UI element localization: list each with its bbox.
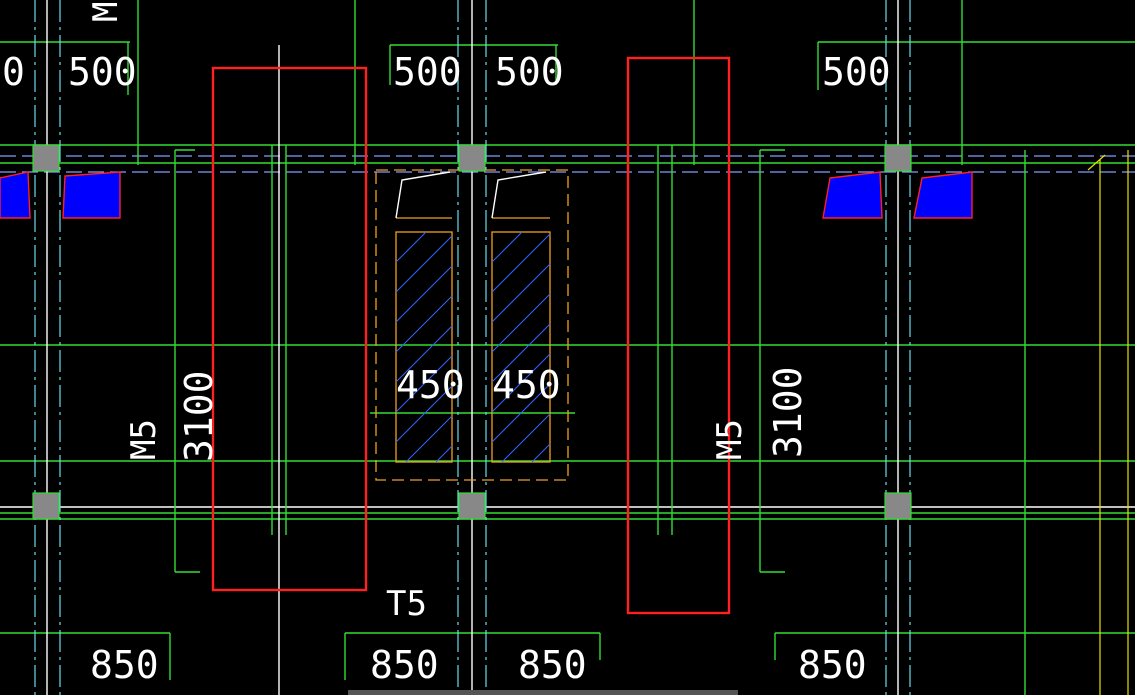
horizontal-scrollbar[interactable] [348,690,738,695]
inner-label-right: 450 [492,363,561,407]
dim-bottom-1: 850 [370,643,439,687]
dim-top-3: 500 [495,50,564,94]
height-label-left: 3100 [177,370,221,462]
inner-label-left: 450 [396,363,465,407]
red-highlight-box-left[interactable] [211,66,368,592]
dim-top-2: 500 [393,50,462,94]
red-highlight-box-right[interactable] [626,56,731,615]
stair-label: T5 [386,584,427,624]
wall-label-right: M5 [710,419,750,460]
wall-label-left: M5 [124,419,164,460]
hatch-left [395,231,453,463]
horizontal-grid-lines [0,41,1135,634]
dim-top-0: 0 [2,50,25,94]
vertical-grid-lines [34,0,1129,695]
top-cut-label: M [86,2,126,22]
dim-top-4: 500 [822,50,891,94]
dim-bottom-0: 850 [90,643,159,687]
blue-wall-segments [0,171,973,219]
column-markers [32,144,912,520]
hatch-right [491,231,551,463]
dim-bottom-2: 850 [518,643,587,687]
dim-bottom-3: 850 [798,643,867,687]
dim-top-1: 500 [68,50,137,94]
height-label-right: 3100 [766,366,810,458]
